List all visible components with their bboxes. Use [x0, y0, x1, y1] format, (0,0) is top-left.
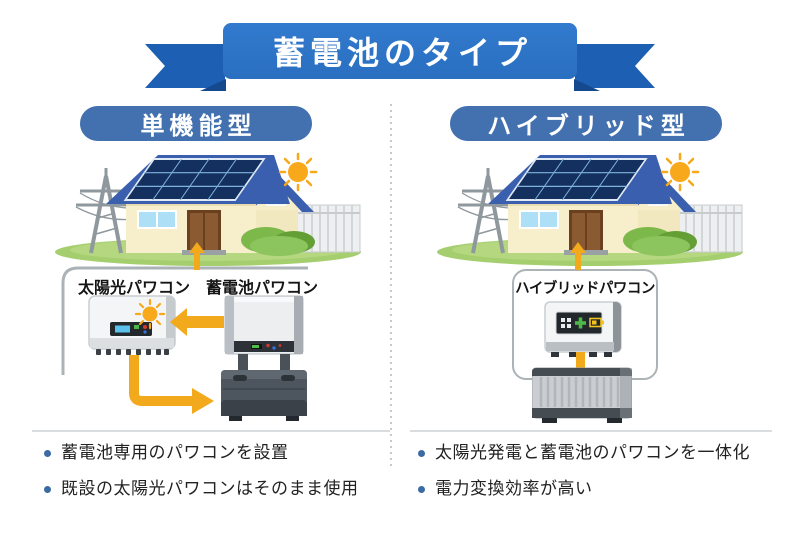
ribbon-tail-left [145, 44, 225, 88]
right-bullet-list: 太陽光発電と蓄電池のパワコンを一体化 電力変換効率が高い [418, 442, 750, 514]
left-bullets-divider [32, 430, 390, 432]
solar-inverter-device [88, 295, 176, 355]
hybrid-inverter-and-battery [532, 301, 632, 423]
banner-title: 蓄電池のタイプ [272, 34, 532, 72]
right-bullets-divider [410, 430, 772, 432]
right-column-header-label: ハイブリッド型 [487, 112, 690, 140]
bullet-text: 電力変換効率が高い [435, 479, 593, 499]
banner-ribbon: 蓄電池のタイプ [223, 23, 577, 79]
list-item: 蓄電池専用のパワコンを設置 [44, 442, 359, 465]
sun-icon [660, 152, 700, 192]
solar-inverter-label: 太陽光パワコン [78, 278, 191, 297]
solar-panel-grid [123, 158, 266, 201]
bullet-dot-icon [44, 450, 51, 457]
solar-panel-grid [505, 158, 648, 201]
bushes [241, 227, 315, 256]
column-divider-dotted-line [390, 104, 392, 466]
arrow-up-to-house-right [570, 242, 586, 270]
right-column-header: ハイブリッド型 [450, 106, 722, 141]
left-column-header: 単機能型 [80, 106, 312, 141]
left-bullet-list: 蓄電池専用のパワコンを設置 既設の太陽光パワコンはそのまま使用 [44, 442, 359, 514]
front-door [564, 210, 608, 255]
connector-teeth [96, 349, 169, 355]
battery-unit-silver [532, 367, 632, 423]
ribbon-tail-right [575, 44, 655, 88]
house-with-solar-panels-right [437, 152, 743, 266]
bullet-text: 太陽光発電と蓄電池のパワコンを一体化 [435, 443, 750, 463]
bullet-text: 蓄電池専用のパワコンを設置 [61, 443, 289, 463]
plus-icon [575, 317, 586, 329]
list-item: 太陽光発電と蓄電池のパワコンを一体化 [418, 442, 750, 465]
left-column-header-label: 単機能型 [140, 112, 257, 140]
list-item: 電力変換効率が高い [418, 478, 750, 501]
front-door [182, 210, 226, 255]
battery-inverter-and-battery [221, 295, 307, 421]
bullet-dot-icon [418, 450, 425, 457]
arrow-up-to-house-left [189, 242, 205, 270]
bullet-dot-icon [44, 486, 51, 493]
bullet-text: 既設の太陽光パワコンはそのまま使用 [61, 479, 359, 499]
bushes [623, 227, 697, 256]
list-item: 既設の太陽光パワコンはそのまま使用 [44, 478, 359, 501]
grid-icon [561, 318, 571, 328]
single-function-box-outline [61, 266, 308, 375]
arrow-elbow-solar-to-battery [129, 355, 214, 414]
sun-icon [278, 152, 318, 192]
connector-line [576, 352, 585, 369]
arrow-left-battery-to-solar [170, 308, 224, 336]
hybrid-inverter-label: ハイブリッドパワコン [515, 281, 655, 297]
battery-unit-dark [221, 370, 307, 421]
bullet-dot-icon [418, 486, 425, 493]
battery-inverter-label: 蓄電池パワコン [206, 278, 319, 297]
house-with-solar-panels-left [55, 152, 361, 266]
sun-icon [134, 298, 166, 330]
battery-icon [589, 317, 604, 328]
